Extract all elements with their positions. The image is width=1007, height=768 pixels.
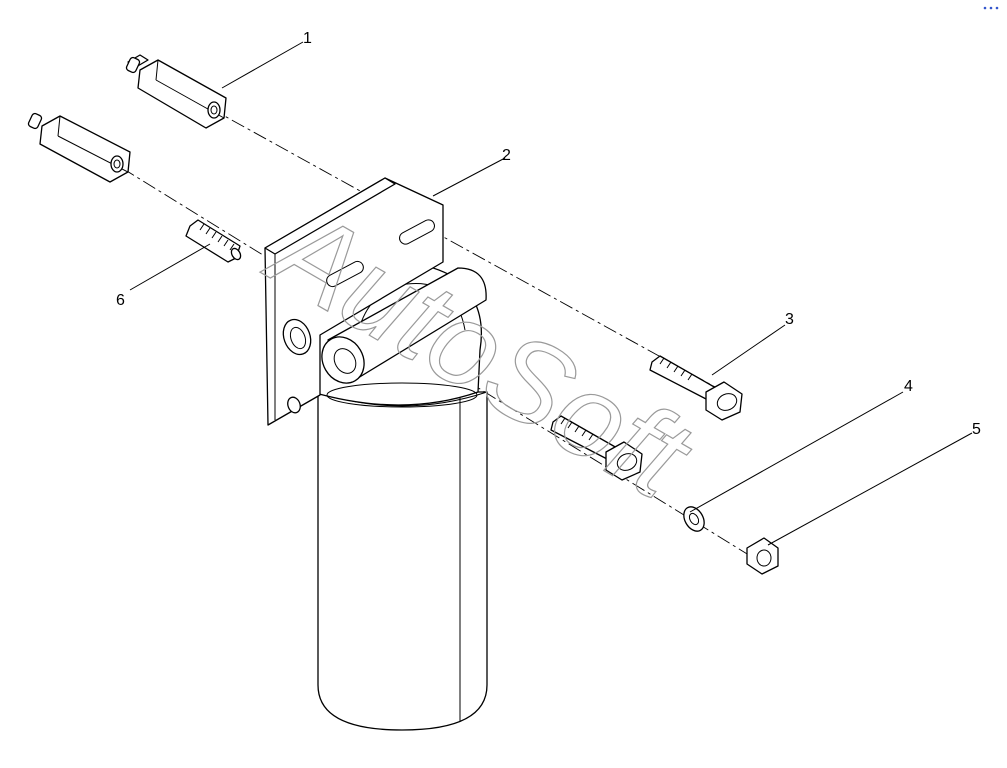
spacer-upper: [125, 54, 227, 129]
callout-4: 4: [904, 378, 913, 395]
callout-6: 6: [116, 292, 125, 309]
leader-lines: [129, 41, 973, 546]
callout-1: 1: [303, 30, 312, 47]
mounting-bracket: [264, 177, 444, 426]
bolt-right: [649, 355, 743, 421]
callout-2: 2: [502, 147, 511, 164]
bolt-center: [550, 415, 643, 481]
head-port-tube: [321, 267, 487, 384]
washer: [683, 506, 705, 532]
spacer-lower: [27, 112, 131, 183]
callout-5: 5: [972, 421, 981, 438]
corner-logo-icon: [983, 6, 999, 10]
stud: [185, 219, 242, 263]
filter-canister: [317, 391, 488, 731]
callout-3: 3: [785, 311, 794, 328]
nut: [746, 537, 779, 575]
callout-labels: 1 2 3 4 5 6: [116, 30, 981, 438]
